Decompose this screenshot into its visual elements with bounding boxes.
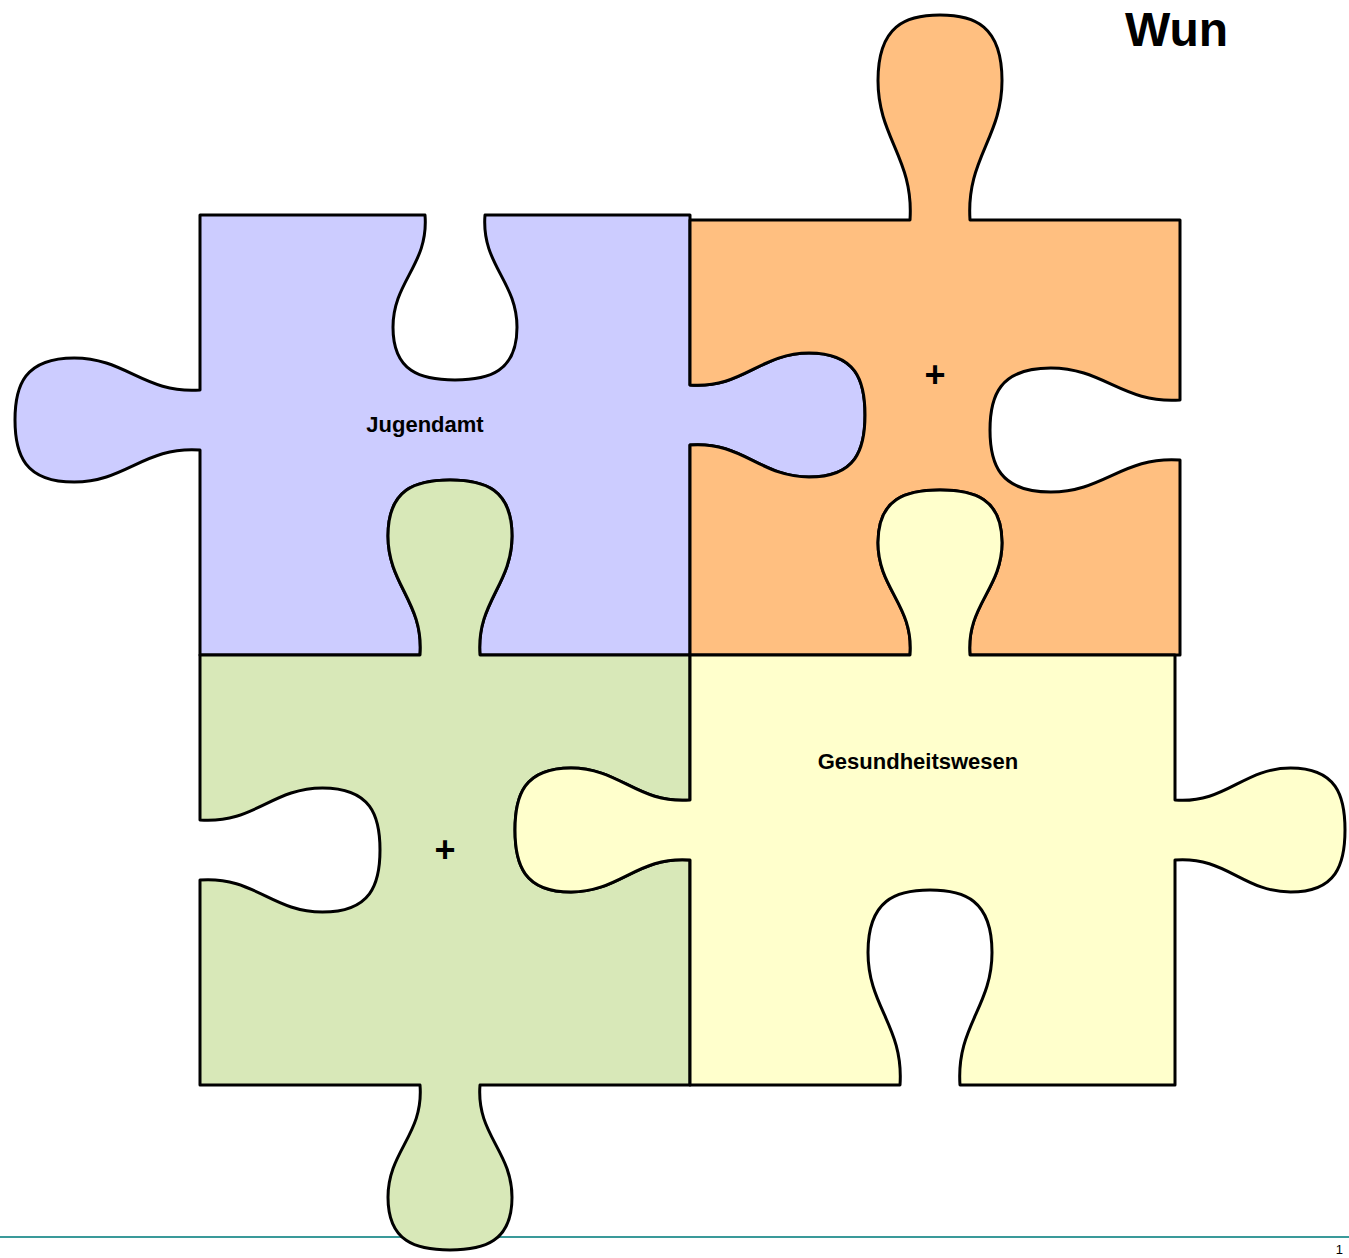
- puzzle-outline: [511, 486, 1349, 1089]
- text-holder: Gesundheitswesen: [818, 749, 1019, 774]
- slide-title: Wun: [1125, 2, 1228, 57]
- text-holder: 1: [1336, 1240, 1343, 1258]
- piece-label: Jugendamt: [366, 412, 483, 437]
- piece-label: Gesundheitswesen: [818, 749, 1019, 774]
- piece-label: +: [924, 354, 945, 395]
- piece-label: +: [434, 829, 455, 870]
- text-holder: +: [924, 354, 945, 395]
- text-holder: Wun: [1125, 2, 1228, 57]
- puzzle-piece: Gesundheitswesen: [511, 486, 1349, 1089]
- page-number: 1: [1336, 1243, 1343, 1258]
- puzzle-shape: [515, 490, 1345, 1085]
- footer-line: [0, 1236, 1349, 1238]
- text-holder: Jugendamt: [366, 412, 483, 437]
- text-holder: +: [434, 829, 455, 870]
